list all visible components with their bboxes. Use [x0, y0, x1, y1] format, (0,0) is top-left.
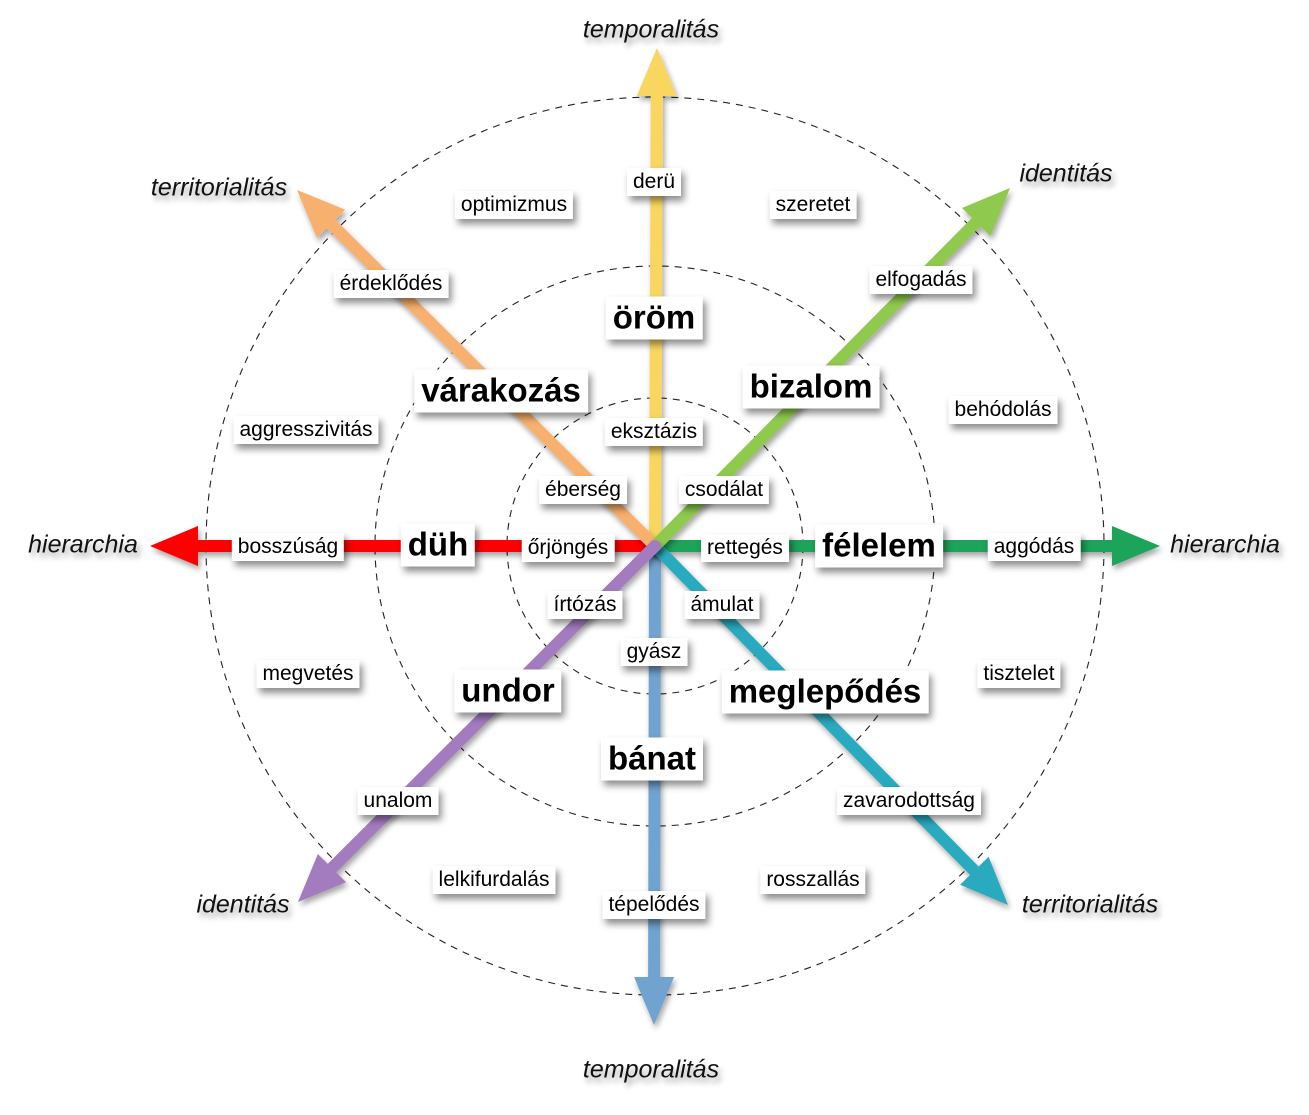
arrow-head-downleft [298, 853, 347, 902]
axis-label-temporalitas-bottom: temporalitás [582, 1055, 720, 1084]
axis-label-hierarchia-right: hierarchia [1170, 530, 1280, 559]
arrow-down [634, 540, 675, 1025]
dyad-szeretet: szeretet [769, 191, 857, 219]
arrow-head-right [1112, 526, 1160, 566]
mild-emotion-elfogadas: elfogadás [869, 266, 973, 294]
dyad-behodolas: behódolás [948, 396, 1058, 424]
primary-emotion-banat: bánat [600, 737, 704, 781]
arrow-head-left [150, 526, 198, 566]
mild-emotion-erdeklodes: érdeklődés [333, 270, 449, 298]
intense-emotion-eberseg: éberség [539, 476, 627, 504]
primary-emotion-bizalom: bizalom [742, 365, 880, 409]
dyad-aggresszivitas: aggresszivitás [233, 416, 379, 444]
intense-emotion-eksztazis: eksztázis [604, 418, 704, 446]
mild-emotion-unalom: unalom [357, 787, 439, 815]
axis-label-identitas-bottomleft: identitás [196, 890, 290, 919]
intense-emotion-orjonges: őrjöngés [521, 534, 615, 562]
dyad-megvetes: megvetés [256, 660, 360, 688]
axis-label-territorialitas-topleft: territorialitás [150, 173, 288, 202]
intense-emotion-gyasz: gyász [620, 638, 688, 666]
primary-emotion-duh: düh [400, 523, 476, 567]
dyad-tisztelet: tisztelet [977, 660, 1061, 688]
arrow-head-downright [960, 856, 1008, 905]
arrow-head-upleft [297, 190, 346, 239]
primary-emotion-undor: undor [454, 669, 562, 713]
arrow-head-upright [962, 188, 1010, 237]
intense-emotion-csodalat: csodálat [678, 476, 770, 504]
intense-emotion-retteges: rettegés [701, 534, 789, 562]
primary-emotion-felelem: félelem [815, 524, 943, 568]
primary-emotion-meglepodes: meglepődés [721, 670, 929, 714]
arrow-head-down [634, 976, 675, 1025]
primary-emotion-varakozas: várakozás [414, 369, 588, 413]
arrow-head-up [636, 48, 677, 97]
axis-label-territorialitas-bottomright: territorialitás [1021, 890, 1159, 919]
mild-emotion-aggodas: aggódás [987, 533, 1081, 561]
dyad-optimizmus: optimizmus [454, 191, 574, 219]
mild-emotion-tepelodes: tépelődés [602, 891, 706, 919]
mild-emotion-bosszusag: bosszúság [231, 533, 345, 561]
axis-label-temporalitas-top: temporalitás [582, 15, 720, 44]
intense-emotion-irtozas: írtózás [547, 591, 623, 619]
axis-label-hierarchia-left: hierarchia [28, 530, 138, 559]
axis-label-identitas-topright: identitás [1019, 159, 1113, 188]
dyad-rosszallas: rosszallás [760, 866, 866, 894]
mild-emotion-zavarodottsag: zavarodottság [837, 787, 981, 815]
intense-emotion-amulat: ámulat [684, 591, 760, 619]
primary-emotion-orom: öröm [605, 296, 703, 340]
dyad-lelkifurdalas: lelkifurdalás [432, 866, 556, 894]
mild-emotion-deru: derü [626, 168, 682, 196]
